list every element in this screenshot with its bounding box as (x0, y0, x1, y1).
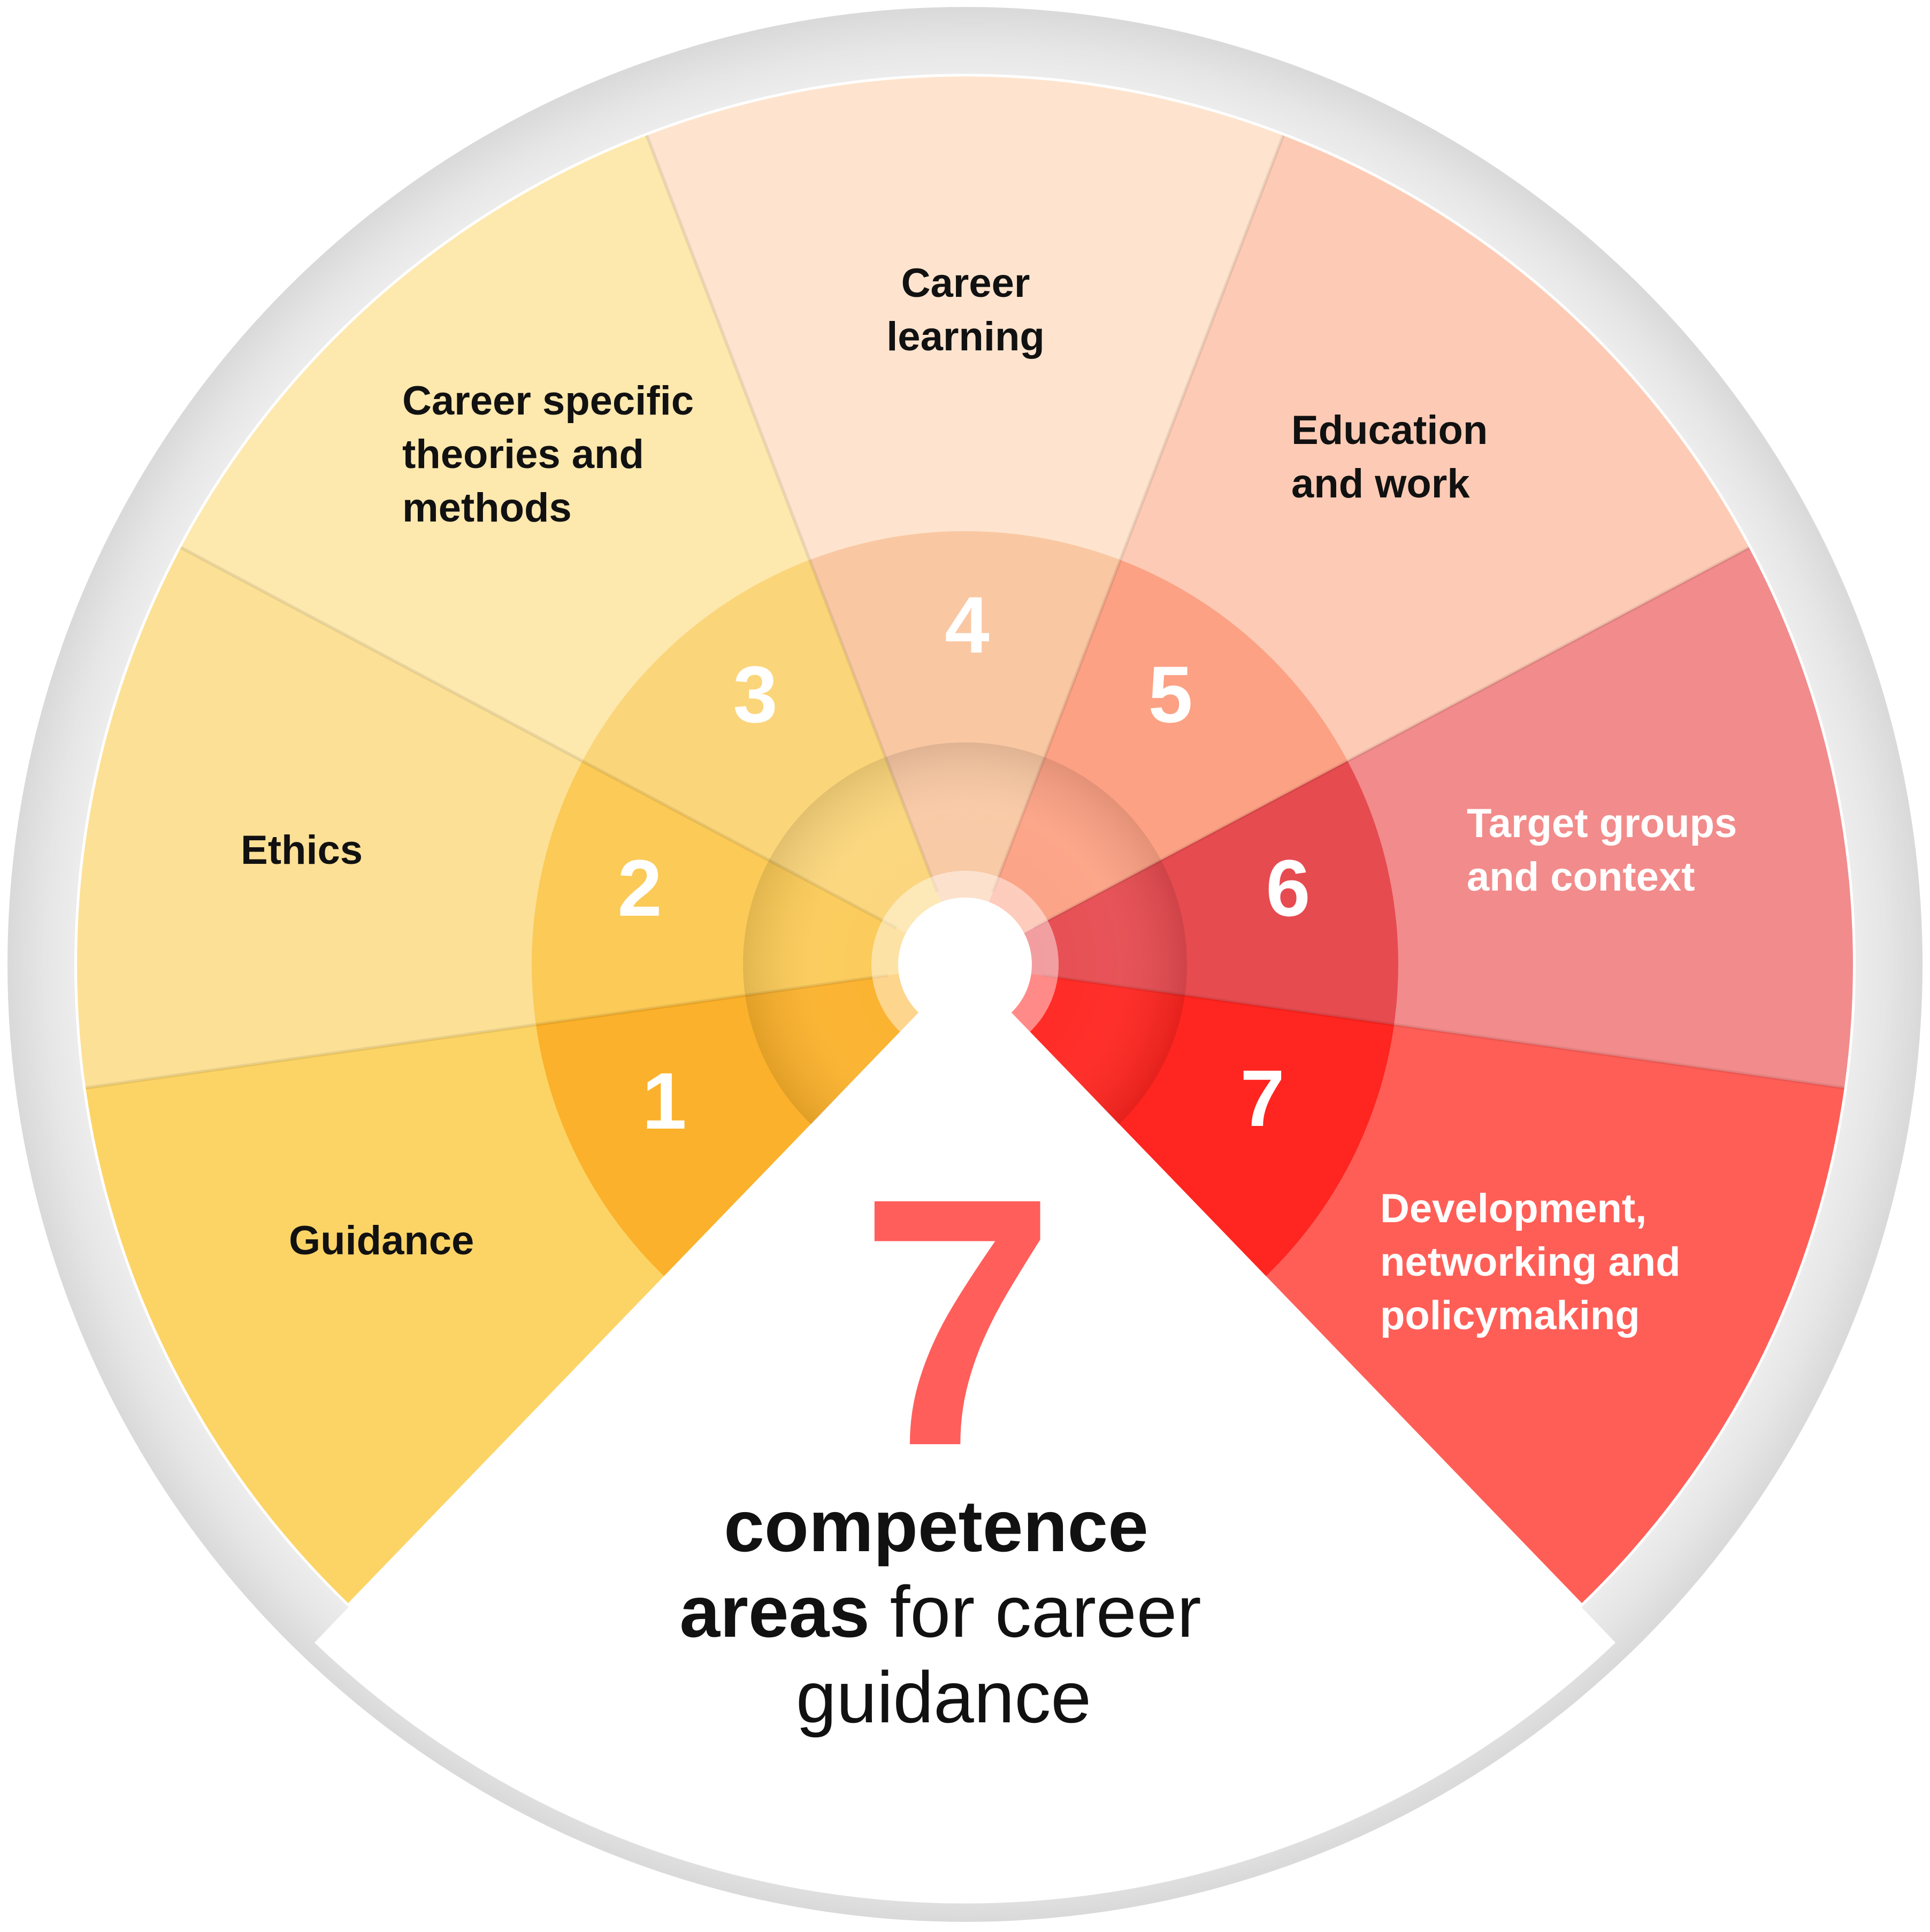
segment-label-4: Career learning (886, 260, 1045, 359)
caption-line-2: areas for career (679, 1571, 1201, 1652)
segment-label-line: Target groups (1467, 801, 1737, 846)
segment-label-2: Ethics (241, 827, 363, 873)
segment-number-4: 4 (945, 580, 989, 670)
segment-number-7: 7 (1240, 1053, 1284, 1143)
segment-label-3: Career specific theories and methods (402, 378, 694, 531)
segment-label-line: networking and (1380, 1239, 1681, 1285)
caption-line-1: competence (724, 1485, 1148, 1567)
big-seven: 7 (859, 1125, 1055, 1519)
segment-label-7: Development, networking and policymaking (1380, 1186, 1681, 1338)
segment-outer-4 (647, 76, 1283, 964)
segment-labels: Guidance Ethics Career specific theories an… (241, 260, 1737, 1338)
segment-label-line: policymaking (1380, 1293, 1640, 1338)
caption-line-2-regular: for career (870, 1571, 1201, 1652)
segment-label-5: Education and work (1291, 408, 1488, 507)
segment-label-line: theories and (402, 432, 644, 477)
segment-numbers: 1 2 3 4 5 6 7 (617, 580, 1310, 1146)
segment-number-1: 1 (642, 1056, 686, 1146)
center-hub (898, 898, 1032, 1031)
segment-label-line: methods (402, 485, 572, 531)
segment-number-2: 2 (617, 843, 662, 933)
segment-number-6: 6 (1266, 843, 1310, 933)
segment-label-line: and context (1467, 854, 1695, 900)
segment-label-line: Development, (1380, 1186, 1646, 1231)
segment-label-line: Ethics (241, 827, 363, 873)
segment-label-line: Guidance (289, 1218, 474, 1263)
segment-label-line: Career specific (402, 378, 694, 424)
bottom-white-wedge (315, 964, 1615, 1904)
segment-label-line: Career (901, 260, 1030, 306)
caption-line-3: guidance (796, 1657, 1091, 1738)
segment-number-3: 3 (733, 649, 777, 739)
segment-label-line: Education (1291, 408, 1488, 453)
segment-label-1: Guidance (289, 1218, 474, 1263)
caption-line-2-bold: areas (679, 1571, 869, 1652)
segment-label-6: Target groups and context (1467, 801, 1737, 900)
segment-number-5: 5 (1148, 649, 1192, 739)
segment-label-line: learning (886, 314, 1045, 359)
segment-label-line: and work (1291, 461, 1470, 507)
